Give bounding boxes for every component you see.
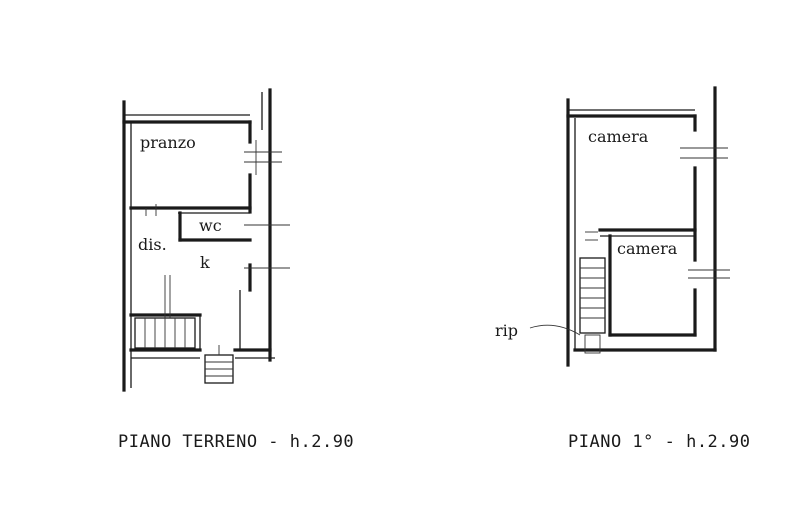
ground-floor-stairs <box>134 275 196 349</box>
room-label-camera-top: camera <box>588 127 649 146</box>
first-floor-stairs <box>579 257 606 354</box>
ground-floor-windows <box>145 140 290 269</box>
room-label-camera-bottom: camera <box>617 239 678 258</box>
first-floor-caption: PIANO 1° - h.2.90 <box>568 432 751 452</box>
room-label-pranzo: pranzo <box>140 133 196 152</box>
first-floor-plan: camera camera rip PIANO 1° - h.2.90 <box>495 86 751 452</box>
ground-floor-caption: PIANO TERRENO - h.2.90 <box>118 432 354 452</box>
room-label-dis: dis. <box>138 235 167 254</box>
rip-leader-line <box>529 324 581 336</box>
entrance-steps <box>204 345 234 384</box>
first-floor-walls <box>566 86 717 367</box>
room-label-rip: rip <box>495 321 518 340</box>
room-label-wc: wc <box>199 216 222 235</box>
room-label-k: k <box>200 253 210 272</box>
ground-floor-walls <box>122 88 275 392</box>
first-floor-windows <box>585 147 730 279</box>
ground-floor-plan: pranzo wc dis. k PIANO TERRENO - h.2.90 <box>118 88 354 452</box>
